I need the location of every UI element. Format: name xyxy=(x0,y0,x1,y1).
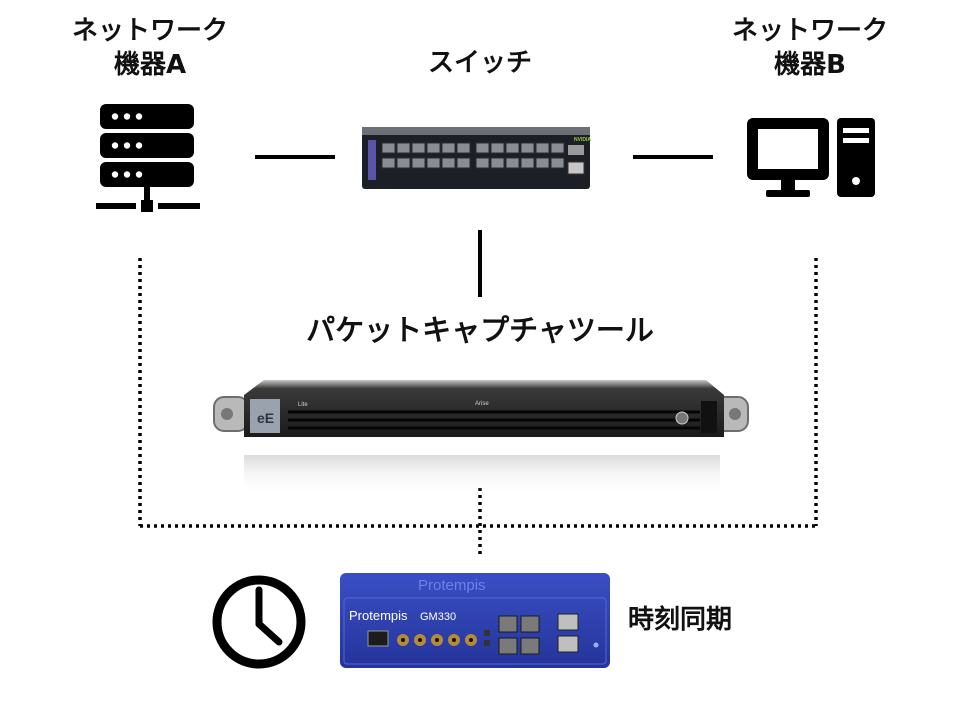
switch-brand-text: NVIDIA xyxy=(574,137,591,143)
protempis-model-text: GM330 xyxy=(420,611,456,623)
switch-device: NVIDIA xyxy=(362,127,591,189)
time-sync-label: 時刻同期 xyxy=(628,605,733,635)
protempis-device: Protempis Protempis GM330 xyxy=(340,573,610,668)
device-a-label: ネットワーク 機器A xyxy=(71,16,228,80)
switch-label: スイッチ xyxy=(427,48,532,78)
desktop-computer-icon xyxy=(747,118,875,197)
capture-appliance: eE Lite Arise xyxy=(213,380,749,495)
capture-tool-label: パケットキャプチャツール xyxy=(306,313,654,347)
clock-icon xyxy=(212,575,306,669)
dotted-sync-links xyxy=(138,258,818,558)
capture-center-text: Arise xyxy=(475,401,489,407)
capture-left-text: Lite xyxy=(298,402,308,408)
server-icon xyxy=(96,104,200,212)
capture-badge-text: eE xyxy=(257,410,274,426)
device-b-label: ネットワーク 機器B xyxy=(731,16,888,80)
solid-links xyxy=(255,155,713,297)
protempis-front-text: Protempis xyxy=(349,608,408,623)
protempis-top-text: Protempis xyxy=(418,577,486,594)
